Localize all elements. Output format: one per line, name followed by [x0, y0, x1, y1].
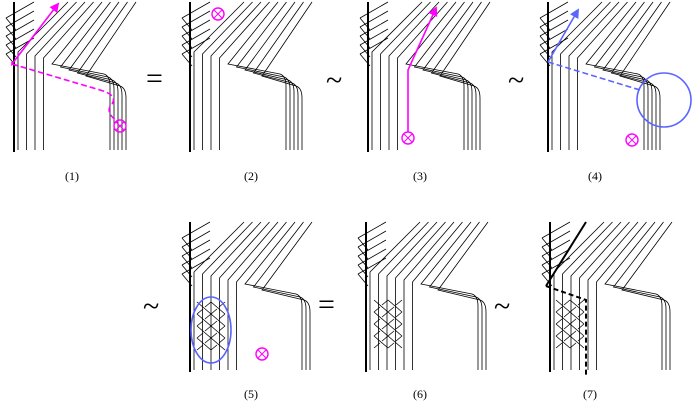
panel-1-strands	[5, 1, 137, 152]
panel-5-strands	[181, 221, 313, 372]
relation-1-2: =	[146, 62, 163, 95]
relation-6-7: ~	[494, 290, 511, 323]
panel-6-crossings	[373, 299, 403, 349]
panel-5-puncture-marker	[255, 347, 269, 361]
panel-7-crossings	[555, 299, 585, 349]
panel-7-caption: (7)	[583, 387, 597, 401]
panel-7-bold-diagonal	[545, 221, 587, 287]
panel-2-puncture-marker	[211, 7, 225, 21]
panel-2-strands	[181, 1, 313, 152]
panel-3-cross-mark	[403, 133, 413, 143]
panel-4-caption: (4)	[588, 169, 602, 183]
panel-6-strands	[357, 221, 489, 372]
panel-4-puncture-marker	[625, 133, 639, 147]
panel-4-cross-mark	[627, 135, 637, 145]
panel-2-cross-mark	[213, 9, 223, 19]
panel-4-strands	[539, 1, 671, 152]
panel-4-dashed-path	[547, 61, 641, 91]
panel-3-arrow-path	[407, 6, 438, 132]
relation-2-3: ~	[326, 64, 343, 97]
panel-1-caption: (1)	[65, 169, 79, 183]
panel-4-region-circle	[636, 72, 692, 128]
panel-3-strands	[359, 1, 491, 152]
panel-5-cross-mark	[257, 349, 267, 359]
panel-5-caption: (5)	[244, 387, 258, 401]
panel-3-puncture-marker	[401, 131, 415, 145]
panel-3-caption: (3)	[413, 169, 427, 183]
panel-1-cross-mark	[115, 121, 125, 131]
panel-1-arrow-path	[11, 2, 60, 67]
panel-7-strands	[541, 221, 673, 372]
relation-5-6: =	[318, 288, 335, 321]
panel-1-puncture-marker	[113, 119, 127, 133]
panel-7-bold-strand	[545, 285, 587, 376]
panel-1-dashed-path	[11, 63, 119, 123]
panel-2-caption: (2)	[244, 169, 258, 183]
panel-4-arrow-path	[547, 8, 579, 63]
relation-4-5: ~	[143, 290, 160, 323]
panel-5-region-ellipse	[190, 296, 232, 364]
panel-5-crossings	[196, 301, 226, 351]
relation-3-4: ~	[508, 64, 525, 97]
panel-6-caption: (6)	[413, 387, 427, 401]
